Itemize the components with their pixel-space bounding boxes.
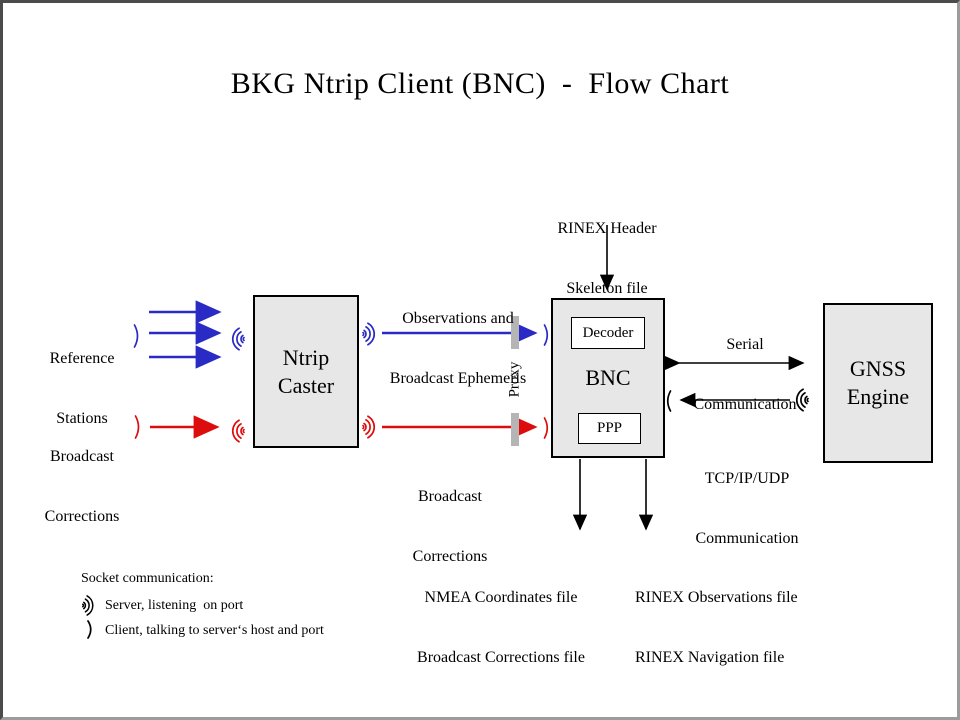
label-broadcast-corrections-mid: Broadcast Corrections [412,488,488,565]
server-socket-icon-caster-in-corr [231,419,245,443]
client-socket-icon-bnc-corr [543,417,549,439]
server-socket-icon-caster-out-obs [362,322,376,346]
node-ppp-label: PPP [596,420,623,436]
node-decoder: Decoder [571,317,645,349]
server-socket-icon-caster-out-corr [362,415,376,439]
label-nmea-output: NMEA Coordinates file Broadcast Correcti… [417,589,585,666]
legend-server-icon [81,595,94,616]
client-socket-icon-broadcast [134,415,140,439]
node-gnss-engine: GNSS Engine [823,303,933,463]
client-socket-icon-bnc-obs [543,324,549,346]
label-reference-stations: Reference Stations [49,350,115,427]
node-decoder-label: Decoder [582,324,634,341]
proxy-bar-bottom [511,413,519,446]
label-serial-communication: Serial Communication [693,336,797,413]
node-bnc-label: BNC [585,365,631,390]
client-socket-icon-reference [133,324,139,348]
server-socket-icon-caster-in-obs [231,327,245,351]
legend-server-text: Server, listening on port [105,598,244,613]
legend-heading: Socket communication: [81,571,214,586]
label-observations: Observations and Broadcast Ephemeris [389,310,527,387]
node-ntrip-caster: Ntrip Caster [253,295,359,448]
legend-client-text: Client, talking to server‘s host and por… [105,623,324,638]
server-socket-icon-gnss [795,388,809,412]
node-ppp: PPP [578,413,641,444]
node-gnss-line1: GNSS [849,356,907,381]
proxy-bar-top [511,316,519,349]
connector-layer [149,225,805,531]
client-socket-icon-bnc-tcp [666,390,672,412]
node-gnss-line2: Engine [846,384,910,409]
page-title: BKG Ntrip Client (BNC) - Flow Chart [230,67,730,100]
label-rinex-output: RINEX Observations file RINEX Navigation… [635,589,798,666]
legend-client-icon [87,620,92,639]
node-ntrip-caster-line2: Caster [277,372,335,398]
label-broadcast-corrections-in: Broadcast Corrections [44,448,120,525]
label-tcp-communication: TCP/IP/UDP Communication [695,470,799,547]
node-ntrip-caster-line1: Ntrip [282,344,330,370]
label-rinex-header: RINEX Header Skeleton file [557,220,657,297]
